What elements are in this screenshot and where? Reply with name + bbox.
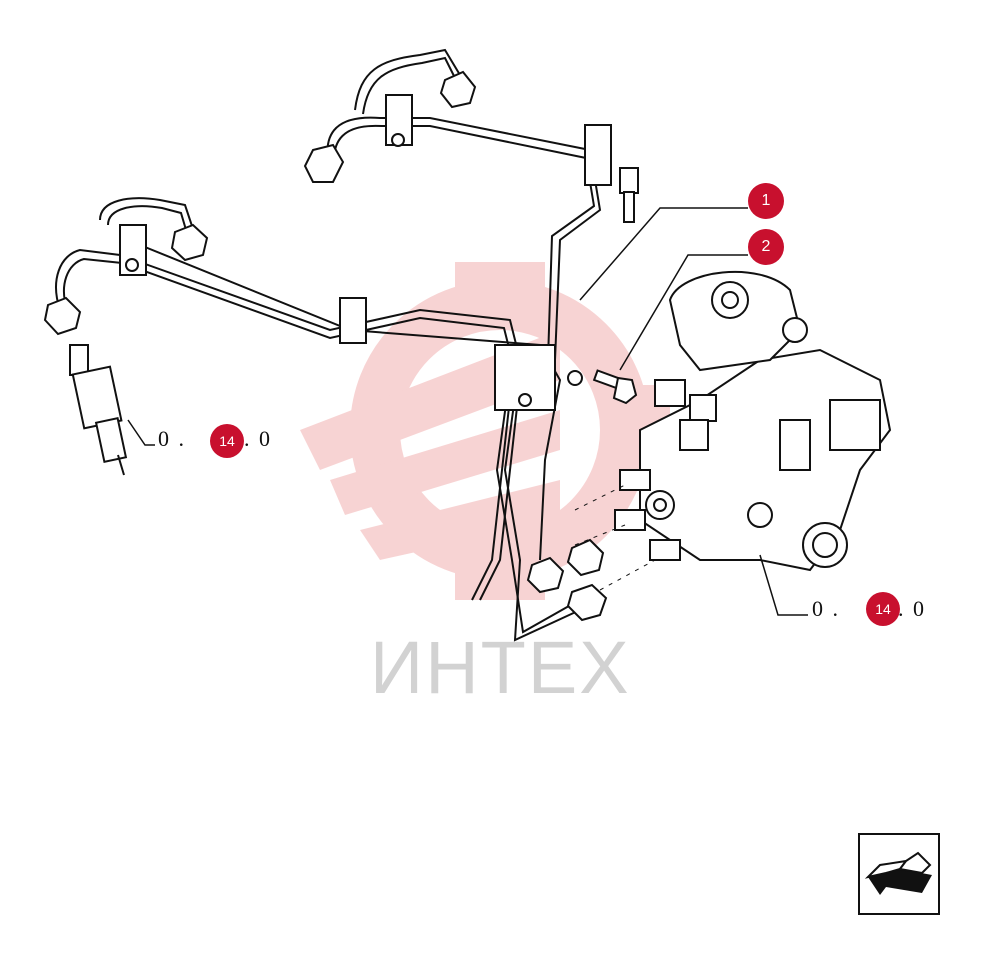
return-arrow-icon <box>864 851 932 895</box>
guide-lines <box>574 484 656 591</box>
reference-injector-suffix: . 0 <box>244 426 272 451</box>
return-button[interactable] <box>858 833 940 915</box>
pipe-nuts <box>43 70 639 622</box>
bolt-drawing <box>592 369 638 405</box>
reference-pump-prefix: 0 . <box>812 596 840 621</box>
reference-injector-badge[interactable]: 14 <box>210 424 244 458</box>
callout-2[interactable]: 2 <box>748 229 784 265</box>
reference-pump-suffix: . 0 <box>898 596 926 621</box>
injector-drawing <box>69 344 128 476</box>
injection-pump-drawing <box>614 270 892 572</box>
leader-lines <box>127 207 808 616</box>
reference-pump-badge[interactable]: 14 <box>866 592 900 626</box>
watermark-text: ИНТЕХ <box>370 626 631 709</box>
reference-injector-prefix: 0 . <box>158 426 186 451</box>
pipe-clamps <box>119 94 612 411</box>
callout-1[interactable]: 1 <box>748 183 784 219</box>
